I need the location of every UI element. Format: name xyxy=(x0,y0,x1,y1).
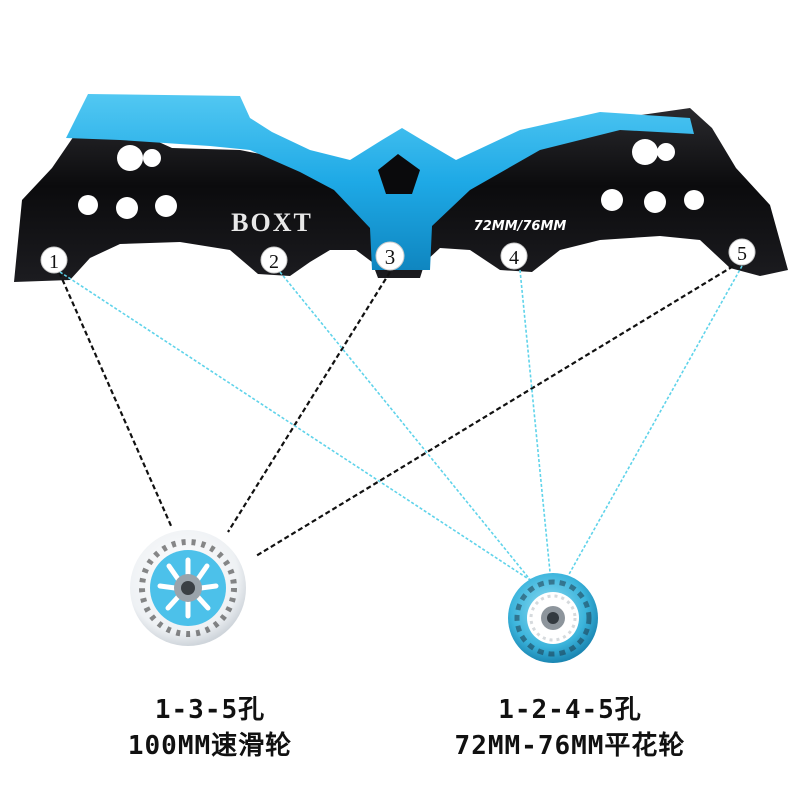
hole-number-4: 4 xyxy=(509,247,519,269)
link-lines xyxy=(54,261,743,583)
frame-hole xyxy=(632,139,658,165)
frame-hole xyxy=(657,143,675,161)
frame-hole xyxy=(644,191,666,213)
wheel-spokes xyxy=(157,557,219,619)
speed-wheel-100mm xyxy=(130,530,246,646)
link-line-hole-2-to-flat-wheel xyxy=(279,271,533,583)
hole-number-1: 1 xyxy=(49,251,59,273)
hole-number-3: 3 xyxy=(385,245,396,269)
caption-flat-setup: 1-2-4-5孔 72MM-76MM平花轮 xyxy=(400,692,740,764)
skate-frame: BOXT 72MM/76MM xyxy=(14,94,788,282)
frame-brand-logo: BOXT xyxy=(231,208,313,237)
frame-blue-top xyxy=(66,94,694,270)
caption-holes-1-2-4-5: 1-2-4-5孔 xyxy=(498,695,642,725)
hole-badge-4: 4 xyxy=(500,242,528,270)
hole-badge-5: 5 xyxy=(728,238,756,266)
link-line-hole-3-to-speed-wheel xyxy=(227,271,391,533)
hole-number-2: 2 xyxy=(269,251,279,273)
pentagon-cutout xyxy=(378,154,420,194)
hole-number-5: 5 xyxy=(737,243,747,265)
link-line-hole-4-to-flat-wheel xyxy=(519,269,551,573)
frame-hole xyxy=(155,195,177,217)
hole-badge-1: 1 xyxy=(40,246,68,274)
link-line-hole-5-to-speed-wheel xyxy=(255,261,741,557)
frame-size-label: 72MM/76MM xyxy=(474,219,567,234)
frame-hole xyxy=(78,195,98,215)
caption-holes-1-3-5: 1-3-5孔 xyxy=(154,695,266,725)
frame-hole xyxy=(601,189,623,211)
frame-hole xyxy=(117,145,143,171)
link-line-hole-5-to-flat-wheel xyxy=(567,265,743,577)
frame-hole xyxy=(143,149,161,167)
frame-hole xyxy=(684,190,704,210)
frame-hole xyxy=(116,197,138,219)
link-line-hole-1-to-flat-wheel xyxy=(59,271,531,581)
hole-badge-2: 2 xyxy=(260,246,288,274)
caption-wheel-100mm: 100MM速滑轮 xyxy=(127,731,293,761)
caption-speed-setup: 1-3-5孔 100MM速滑轮 xyxy=(90,692,330,764)
caption-wheel-72-76mm: 72MM-76MM平花轮 xyxy=(454,731,686,761)
hole-badge-3: 3 xyxy=(375,241,405,271)
flat-wheel-72-76mm xyxy=(508,573,598,663)
link-line-hole-1-to-speed-wheel xyxy=(54,264,174,529)
